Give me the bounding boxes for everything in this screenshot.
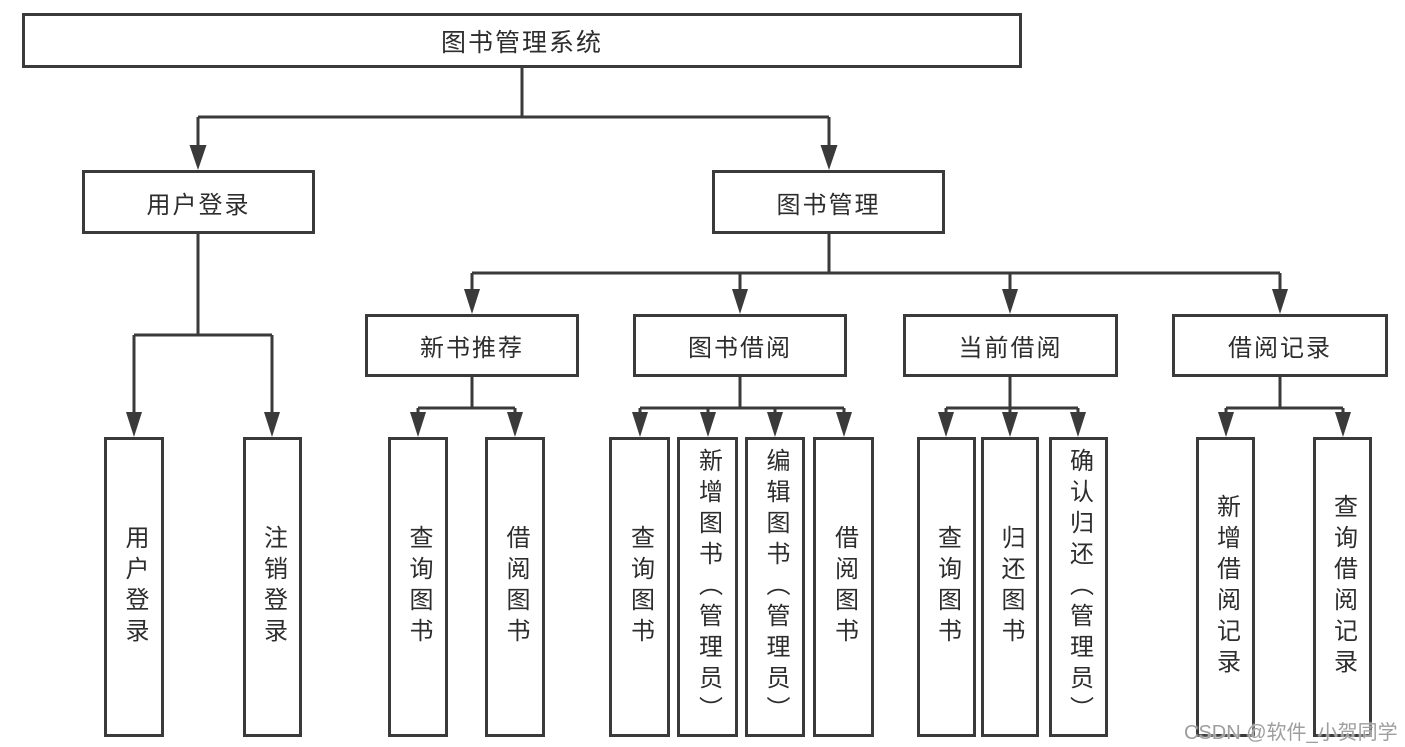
node-library-management-system: 图书管理系统 <box>22 13 1022 68</box>
leaf-query-borrow-record: 查询借阅记录 <box>1313 437 1372 737</box>
connector-root <box>196 68 831 148</box>
leaf-label: 新增图书（管理员） <box>694 447 722 727</box>
leaf-label: 查询图书 <box>933 525 961 649</box>
connector-book-mgmt <box>470 234 1282 292</box>
node-label: 图书管理 <box>776 191 881 219</box>
connector-new-book <box>416 377 517 414</box>
csdn-watermark: CSDN @软件_小贺同学 <box>1184 722 1398 744</box>
node-user-login: 用户登录 <box>82 170 315 234</box>
connector-user-login <box>132 234 274 414</box>
node-book-management: 图书管理 <box>712 170 945 234</box>
connector-current-borrow <box>944 377 1080 414</box>
node-current-borrowing: 当前借阅 <box>903 314 1118 377</box>
leaf-label: 确认归还（管理员） <box>1065 447 1093 727</box>
node-label: 新书推荐 <box>420 335 524 362</box>
node-book-borrowing: 图书借阅 <box>633 314 847 377</box>
node-new-book-recommend: 新书推荐 <box>365 314 579 377</box>
node-label: 借阅记录 <box>1228 335 1332 362</box>
leaf-query-books-current: 查询图书 <box>917 437 976 737</box>
leaf-confirm-return-admin: 确认归还（管理员） <box>1049 437 1108 737</box>
leaf-add-borrow-record: 新增借阅记录 <box>1196 437 1255 737</box>
leaf-label: 查询图书 <box>626 525 654 649</box>
leaf-label: 新增借阅记录 <box>1212 494 1240 680</box>
leaf-label: 编辑图书（管理员） <box>762 447 789 727</box>
leaf-edit-books-admin: 编辑图书（管理员） <box>745 437 805 737</box>
leaf-logout-login: 注销登录 <box>243 437 302 737</box>
connector-book-borrow <box>638 377 846 414</box>
leaf-return-books: 归还图书 <box>981 437 1039 737</box>
leaf-label: 用户登录 <box>121 525 148 649</box>
leaf-label: 查询借阅记录 <box>1329 494 1357 680</box>
node-label: 当前借阅 <box>958 335 1063 362</box>
leaf-query-books-recommend: 查询图书 <box>388 437 448 737</box>
node-label: 用户登录 <box>146 191 251 219</box>
arrowheads <box>126 145 1351 437</box>
node-label: 图书管理系统 <box>440 28 603 57</box>
leaf-label: 借阅图书 <box>830 525 858 649</box>
leaf-query-books-borrowing: 查询图书 <box>609 437 670 737</box>
leaf-borrow-books-recommend: 借阅图书 <box>485 437 545 737</box>
node-borrowing-records: 借阅记录 <box>1172 314 1388 377</box>
connector-borrow-records <box>1224 377 1345 414</box>
leaf-borrow-books: 借阅图书 <box>813 437 874 737</box>
leaf-label: 归还图书 <box>997 525 1024 649</box>
leaf-user-login: 用户登录 <box>104 437 164 737</box>
leaf-add-books-admin: 新增图书（管理员） <box>677 437 738 737</box>
leaf-label: 注销登录 <box>259 525 287 649</box>
node-label: 图书借阅 <box>688 335 792 362</box>
leaf-label: 借阅图书 <box>502 525 529 649</box>
leaf-label: 查询图书 <box>405 525 432 649</box>
